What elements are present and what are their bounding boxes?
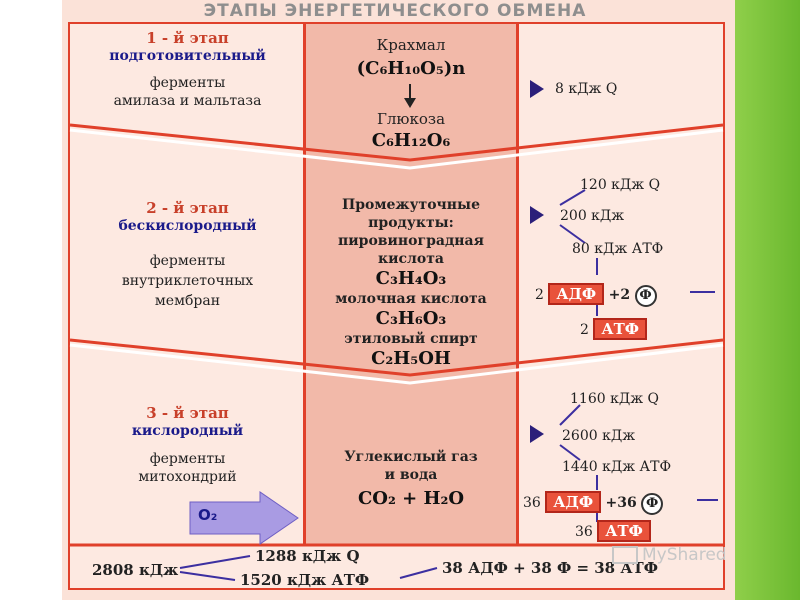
stage3-atp-box: АТФ [597, 520, 651, 542]
stage3-heat: 1160 кДж Q [570, 391, 660, 407]
watermark-text: MyShared [642, 545, 727, 565]
stage3-adp-box: АДФ [545, 491, 602, 513]
diagram-title: ЭТАПЫ ЭНЕРГЕТИЧЕСКОГО ОБМЕНА [203, 1, 587, 21]
stage2-adp-coefficient: 2 [535, 287, 544, 303]
o2-arrow [189, 491, 299, 545]
summary-total: 2808 кДж [92, 561, 179, 579]
stage2-atp-box: АТФ [593, 318, 647, 340]
arrow-atp-to-equation [399, 567, 438, 579]
chevron-separator-2 [69, 338, 724, 377]
stage1-enzymes-label: ферменты [149, 75, 226, 91]
stage3-phosphate-coefficient: +36 [605, 495, 637, 511]
column-divider-left [303, 24, 306, 544]
ethanol-formula: C₂H₅OH [371, 348, 451, 369]
middle-column [305, 24, 517, 544]
stage3-phosphate-circle: Ф [641, 493, 664, 515]
lactic-acid-formula: C₃H₆O₃ [375, 308, 447, 329]
stage3-atp-energy: 1440 кДж АТФ [562, 459, 672, 475]
arrow-2600-to-1440 [559, 444, 581, 461]
triangle-pointer-icon [530, 425, 544, 443]
glucose-formula: C₆H₁₂O₆ [371, 130, 451, 151]
stage2-enzymes-line3: мембран [154, 293, 221, 309]
stage1-energy: 8 кДж Q [555, 81, 618, 97]
stage1-name: подготовительный [109, 48, 266, 64]
stage2-phosphate-circle: Ф [634, 285, 657, 307]
stage2-products-line3: пировиноградная [338, 233, 484, 249]
triangle-pointer-icon [530, 206, 544, 224]
stage2-atp-energy: 80 кДж АТФ [572, 241, 664, 257]
stage3-name: кислородный [131, 423, 244, 439]
arrow-200-to-120 [559, 189, 586, 206]
arrow-total-to-atp [179, 571, 236, 581]
watermark-monitor-icon [612, 546, 638, 564]
arrow-2600-to-1160 [559, 404, 581, 426]
stage2-products-line1: Промежуточные [342, 197, 480, 213]
stage1-number: 1 - й этап [146, 29, 229, 47]
decorative-green-bar [735, 0, 800, 600]
stage2-products-line2: продукты: [368, 215, 454, 231]
stage2-number: 2 - й этап [146, 199, 229, 217]
column-divider-right [516, 24, 519, 544]
stage2-phosphate-coefficient: +2 [608, 287, 631, 303]
stage2-heat: 120 кДж Q [580, 177, 661, 193]
arrow-200-to-80 [559, 224, 586, 244]
stage3-atp-row: 36 АТФ [575, 520, 651, 542]
stage3-total: 2600 кДж [562, 428, 636, 444]
triangle-pointer-icon [530, 80, 544, 98]
glucose-label: Глюкоза [376, 110, 446, 128]
o2-label: O₂ [198, 506, 218, 524]
co2-water-line2: и вода [384, 467, 438, 483]
stage1-enzymes-names: амилаза и мальтаза [113, 93, 262, 109]
stage3-adp-coefficient: 36 [523, 495, 541, 511]
arrow-total-to-heat [179, 555, 251, 569]
stage2-enzymes-line2: внутриклеточных [121, 273, 254, 289]
watermark-logo: MyShared [612, 545, 727, 565]
stage3-enzymes-names: митохондрий [138, 469, 237, 485]
stage3-atp-coefficient: 36 [575, 524, 593, 540]
stage2-adp-row: 2 АДФ +2 Ф [535, 283, 657, 307]
pyruvic-acid-formula: C₃H₄O₃ [375, 268, 447, 289]
stage3-number: 3 - й этап [146, 404, 229, 422]
stage3-adp-row: 36 АДФ +36 Ф [523, 491, 664, 515]
down-arrow-head [404, 98, 416, 108]
summary-atp-energy: 1520 кДж АТФ [240, 571, 370, 589]
co2-water-line1: Углекислый газ [344, 449, 478, 465]
summary-heat: 1288 кДж Q [255, 547, 360, 565]
ethanol-label: этиловый спирт [344, 331, 478, 347]
stage2-name: бескислородный [118, 218, 257, 234]
chevron-separator-1 [69, 123, 724, 162]
stage2-atp-coefficient: 2 [580, 322, 589, 338]
summary-equation: 38 АДФ + 38 Ф = 38 АТФ [442, 559, 658, 577]
stage2-total: 200 кДж [560, 208, 625, 224]
chevron-separator-1-inner [69, 128, 724, 170]
starch-label: Крахмал [376, 36, 446, 54]
chevron-separator-2-inner [69, 343, 724, 385]
stage3-enzymes-label: ферменты [149, 451, 226, 467]
co2-water-formula: CO₂ + H₂O [357, 488, 465, 509]
starch-formula: (C₆H₁₀O₅)n [356, 58, 466, 79]
stage2-products-line4: кислота [378, 251, 444, 267]
stage2-atp-row: 2 АТФ [580, 318, 647, 340]
lactic-acid-label: молочная кислота [335, 291, 487, 307]
stage2-adp-box: АДФ [548, 283, 605, 305]
stage2-enzymes-label: ферменты [149, 253, 226, 269]
